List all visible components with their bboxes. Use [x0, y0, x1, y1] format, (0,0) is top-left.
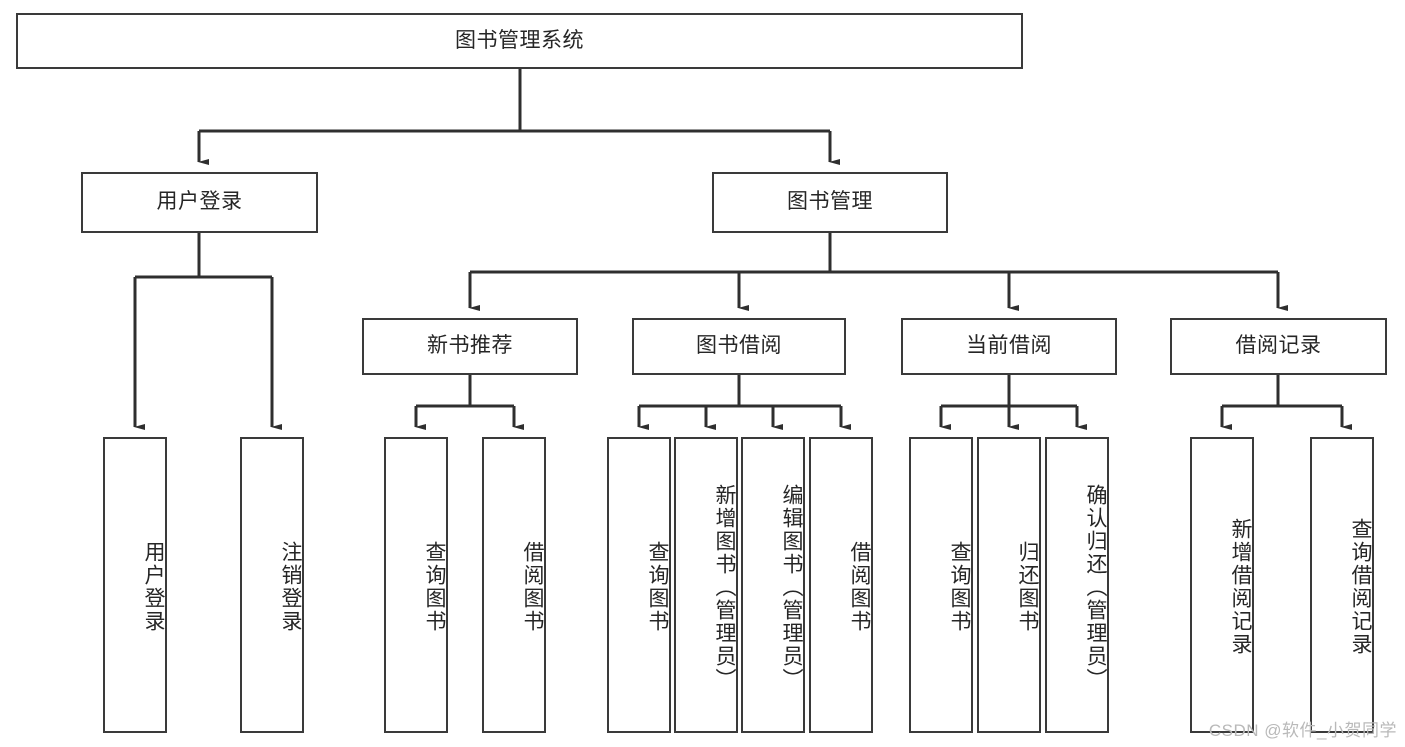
leaf-borrow-add-book-admin[interactable]: 新增图书（管理员）: [674, 437, 738, 733]
node-label: 确认归还（管理员）: [1084, 483, 1107, 691]
node-label: 用户登录: [156, 190, 243, 214]
leaf-recommend-borrow-book[interactable]: 借阅图书: [482, 437, 546, 733]
node-borrow-records[interactable]: 借阅记录: [1170, 318, 1387, 375]
leaf-current-confirm-return-admin[interactable]: 确认归还（管理员）: [1045, 437, 1109, 733]
node-book-borrow[interactable]: 图书借阅: [632, 318, 846, 375]
leaf-records-add-record[interactable]: 新增借阅记录: [1190, 437, 1254, 733]
node-label: 查询图书: [948, 541, 971, 633]
leaf-logout-login[interactable]: 注销登录: [240, 437, 304, 733]
leaf-records-query-record[interactable]: 查询借阅记录: [1310, 437, 1374, 733]
node-label: 借阅图书: [521, 541, 544, 633]
node-label: 查询图书: [646, 541, 669, 633]
leaf-borrow-edit-book-admin[interactable]: 编辑图书（管理员）: [741, 437, 805, 733]
leaf-current-return-book[interactable]: 归还图书: [977, 437, 1041, 733]
node-label: 图书管理系统: [455, 28, 584, 52]
node-current-borrow[interactable]: 当前借阅: [901, 318, 1117, 375]
node-root-system[interactable]: 图书管理系统: [16, 13, 1023, 69]
node-label: 当前借阅: [966, 334, 1052, 358]
watermark-text: CSDN @软件_小贺同学: [1208, 721, 1397, 740]
node-label: 编辑图书（管理员）: [780, 483, 803, 691]
leaf-user-login[interactable]: 用户登录: [103, 437, 167, 733]
node-label: 借阅记录: [1235, 334, 1322, 358]
node-new-book-recommend[interactable]: 新书推荐: [362, 318, 578, 375]
node-book-management[interactable]: 图书管理: [712, 172, 948, 233]
node-label: 图书管理: [787, 190, 873, 214]
leaf-borrow-borrow-book[interactable]: 借阅图书: [809, 437, 873, 733]
leaf-recommend-query-book[interactable]: 查询图书: [384, 437, 448, 733]
leaf-borrow-query-book[interactable]: 查询图书: [607, 437, 671, 733]
node-label: 新增借阅记录: [1229, 518, 1252, 656]
node-label: 图书借阅: [696, 334, 782, 358]
node-label: 注销登录: [279, 541, 302, 633]
leaf-current-query-book[interactable]: 查询图书: [909, 437, 973, 733]
node-label: 新书推荐: [427, 334, 513, 358]
node-label: 借阅图书: [848, 541, 871, 633]
node-label: 查询借阅记录: [1349, 518, 1372, 656]
node-label: 新增图书（管理员）: [713, 483, 736, 691]
node-user-login[interactable]: 用户登录: [81, 172, 318, 233]
node-label: 归还图书: [1016, 541, 1039, 633]
node-label: 用户登录: [142, 541, 165, 633]
node-label: 查询图书: [423, 541, 446, 633]
